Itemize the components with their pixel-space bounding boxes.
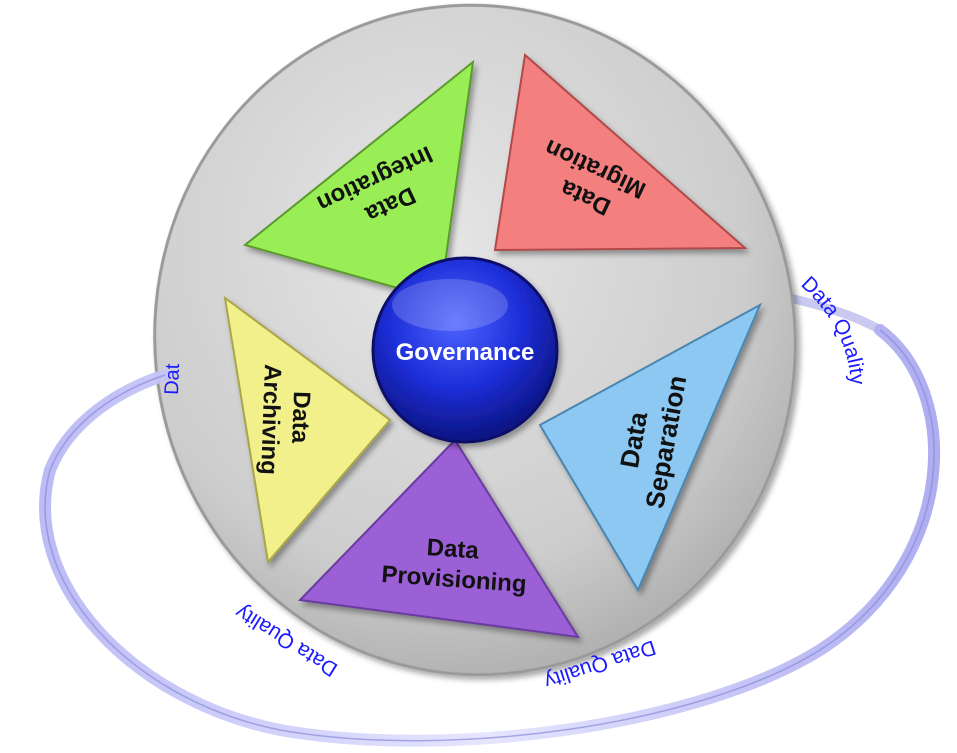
provisioning-label-line1: Data (426, 534, 480, 565)
archiving-triangle (223, 295, 392, 565)
ring-label-right: Data Quality (797, 272, 869, 386)
segment-data-migration: Data Migration (493, 53, 748, 252)
segment-data-integration: Data Integration (242, 59, 475, 302)
integration-triangle (242, 59, 475, 302)
quality-ring-front-edge (44, 329, 935, 742)
ring-label-left: Dat (161, 363, 184, 395)
archiving-label-line1: Data (286, 391, 315, 445)
ring-label-right-path: Data Quality (797, 272, 869, 386)
svg-text:Data Archiving: Data Archiving (255, 364, 316, 477)
archiving-label-line2: Archiving (255, 364, 286, 476)
migration-triangle (493, 53, 748, 252)
governance-hub: Governance (371, 256, 559, 444)
segment-data-separation: Data Separation (538, 302, 763, 593)
provisioning-triangle (297, 438, 580, 639)
segment-data-provisioning: Data Provisioning (297, 438, 580, 639)
hub-label: Governance (396, 339, 535, 366)
hub-highlight (392, 279, 508, 331)
hub-circle (371, 256, 559, 444)
segment-data-archiving: Data Archiving (223, 295, 392, 565)
separation-triangle (538, 302, 763, 593)
